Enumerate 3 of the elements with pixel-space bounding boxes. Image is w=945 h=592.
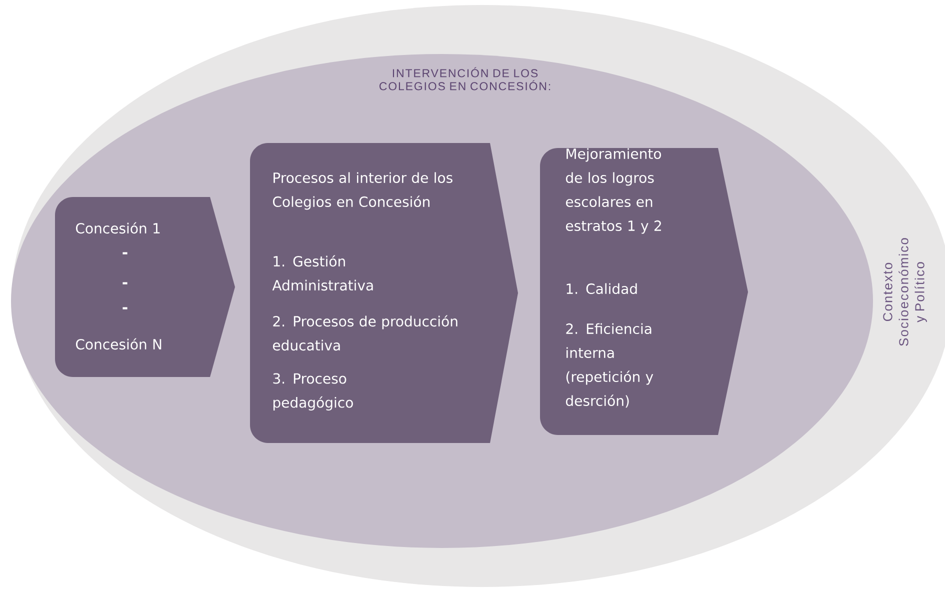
chevron-box: Mejoramiento de los logros escolares en estratos 1 y 2 1. Calidad 2. Eficiencia interna (repetición y desrción): [540, 148, 748, 435]
chevron-box: Procesos al interior de los Colegios en Concesión 1. Gestión Administrativa 2. Procesos de producción educativa 3. Proceso pedagógico: [250, 143, 518, 443]
chevron-box: Concesión 1 - - - Concesión N: [55, 197, 235, 377]
